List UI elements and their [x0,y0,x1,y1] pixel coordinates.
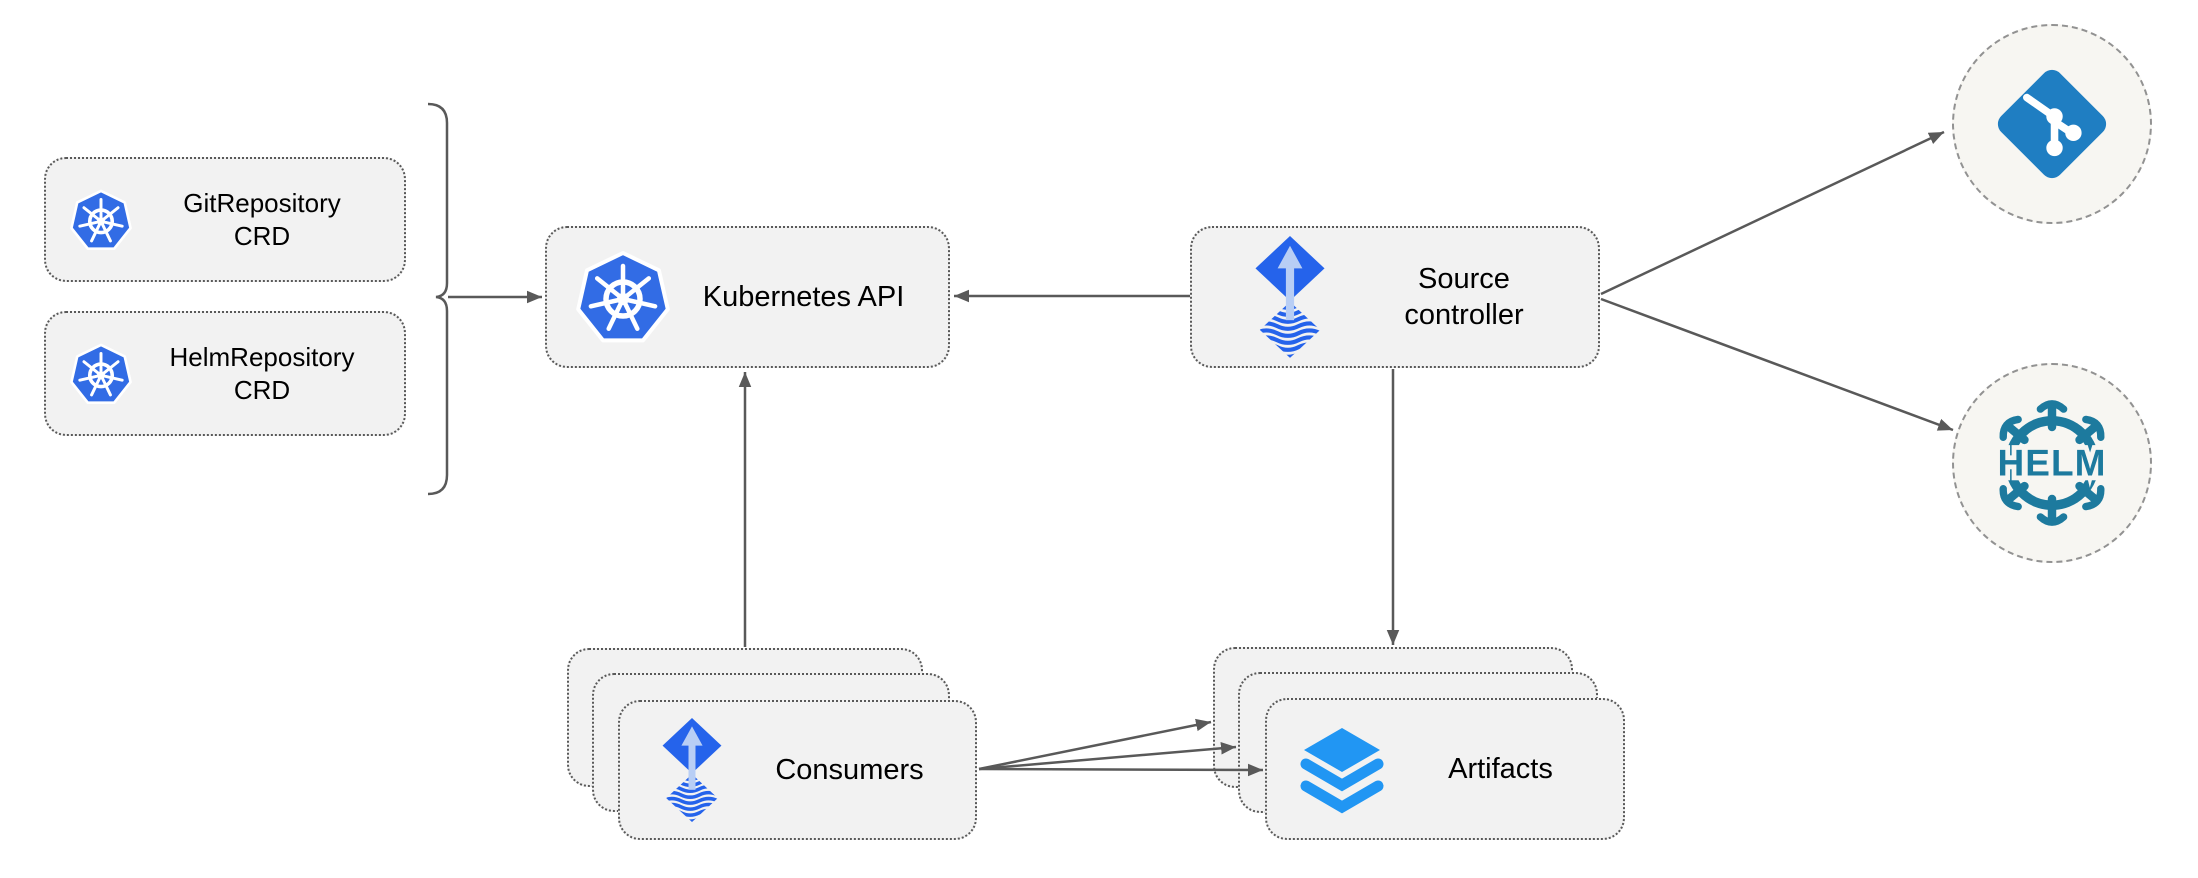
flux-icon [646,718,738,823]
node-label: Kubernetes API [702,280,905,313]
crd-group-bracket [427,102,449,496]
kubernetes-icon [68,187,134,253]
edge-consumers-to-artifacts-2 [978,742,1237,771]
node-kubernetes-api: Kubernetes API [545,226,950,368]
node-git-repository-crd: GitRepository CRD [44,157,406,282]
node-label: Artifacts [1448,752,1553,785]
kubernetes-icon [573,247,673,347]
node-label: HelmRepository CRD [169,342,355,405]
node-consumers: Consumers [618,700,977,840]
node-helm-repository-crd: HelmRepository CRD [44,311,406,436]
helm-wordmark: HELM [1997,443,2106,484]
node-source-controller: Source controller [1190,226,1600,368]
node-git-remote [1952,24,2152,224]
edge-consumers-to-artifacts-1 [978,718,1212,771]
kubernetes-icon [68,341,134,407]
layers-icon [1292,719,1392,819]
flux-icon [1236,236,1344,359]
helm-icon: HELM [1978,389,2126,537]
node-helm-remote: HELM [1952,363,2152,563]
node-label: Consumers [775,753,924,786]
edge-source-controller-to-git-remote [1600,130,1945,296]
edge-source-controller-to-helm-remote [1600,297,1954,432]
node-artifacts: Artifacts [1265,698,1625,840]
node-label: GitRepository CRD [183,188,341,251]
node-label: Source controller [1404,262,1524,331]
git-icon [1989,61,2115,187]
